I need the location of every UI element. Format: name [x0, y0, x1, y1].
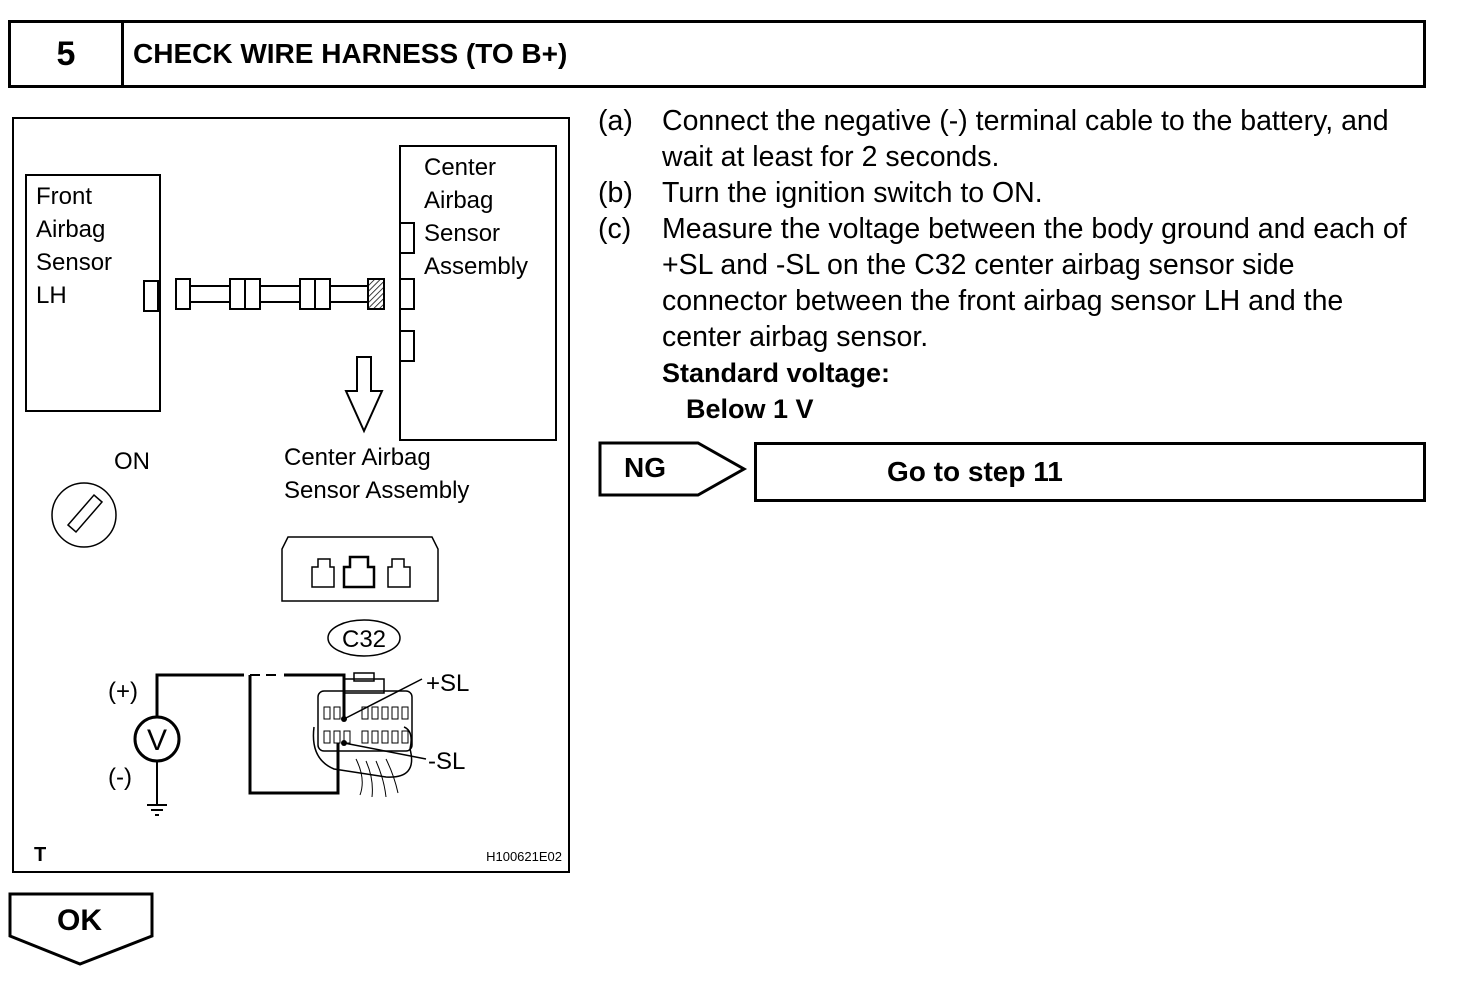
front-sensor-line-1: Front — [36, 183, 92, 210]
corner-mark: T — [34, 844, 46, 866]
positive-probe-label: (+) — [108, 678, 138, 705]
ng-go-to-step-button[interactable]: Go to step 11 — [754, 442, 1426, 502]
wiring-illustration: Front Airbag Sensor LH Center Airbag Sen… — [12, 117, 570, 873]
connector-caption-line-1: Center Airbag — [284, 444, 431, 471]
step-b: (b) Turn the ignition switch to ON. — [598, 175, 1442, 211]
ignition-on-label: ON — [114, 448, 150, 475]
voltmeter-wiring — [155, 673, 346, 795]
center-sensor-line-2: Airbag — [424, 187, 493, 214]
connector-end-view — [281, 536, 439, 602]
negative-terminal-label: -SL — [428, 748, 465, 775]
standard-heading: Standard voltage: — [662, 358, 891, 388]
front-airbag-sensor-box — [25, 174, 161, 412]
connector-caption-line-2: Sensor Assembly — [284, 477, 469, 504]
standard-value: Below 1 V — [686, 394, 814, 424]
positive-terminal-label: +SL — [426, 670, 469, 697]
step-a: (a) Connect the negative (-) terminal ca… — [598, 103, 1442, 175]
figure-id: H100621E02 — [486, 849, 562, 864]
step-c: (c) Measure the voltage between the body… — [598, 211, 1442, 355]
voltmeter-symbol: V — [147, 724, 167, 757]
connector-code: C32 — [342, 626, 386, 653]
step-label: (b) — [598, 177, 633, 209]
step-label: (a) — [598, 105, 633, 137]
front-sensor-line-2: Airbag — [36, 216, 105, 243]
standard-voltage: Standard voltage: Below 1 V — [662, 355, 890, 427]
ng-label: NG — [624, 452, 666, 483]
c32-connector — [312, 672, 413, 798]
step-number: 5 — [11, 23, 124, 85]
step-title: CHECK WIRE HARNESS (TO B+) — [133, 38, 568, 69]
wire-harness — [175, 278, 385, 310]
front-sensor-line-3: Sensor — [36, 249, 112, 276]
step-text: Measure the voltage between the body gro… — [662, 213, 1407, 353]
step-text: Turn the ignition switch to ON. — [662, 177, 1043, 209]
front-sensor-line-4: LH — [36, 282, 67, 309]
center-sensor-line-1: Center — [424, 154, 496, 181]
ng-arrow-icon — [598, 441, 748, 497]
procedure-steps: (a) Connect the negative (-) terminal ca… — [598, 103, 1442, 355]
step-label: (c) — [598, 213, 632, 245]
step-text: Connect the negative (-) terminal cable … — [662, 105, 1389, 173]
ok-arrow-icon — [8, 892, 154, 966]
step-header: 5 CHECK WIRE HARNESS (TO B+) — [8, 20, 1426, 88]
ground-icon — [147, 804, 167, 816]
down-arrow-icon — [344, 356, 384, 434]
negative-probe-label: (-) — [108, 764, 132, 791]
ok-label[interactable]: OK — [57, 904, 102, 937]
center-sensor-line-4: Assembly — [424, 253, 528, 280]
center-sensor-line-3: Sensor — [424, 220, 500, 247]
ignition-switch-icon — [51, 482, 117, 548]
